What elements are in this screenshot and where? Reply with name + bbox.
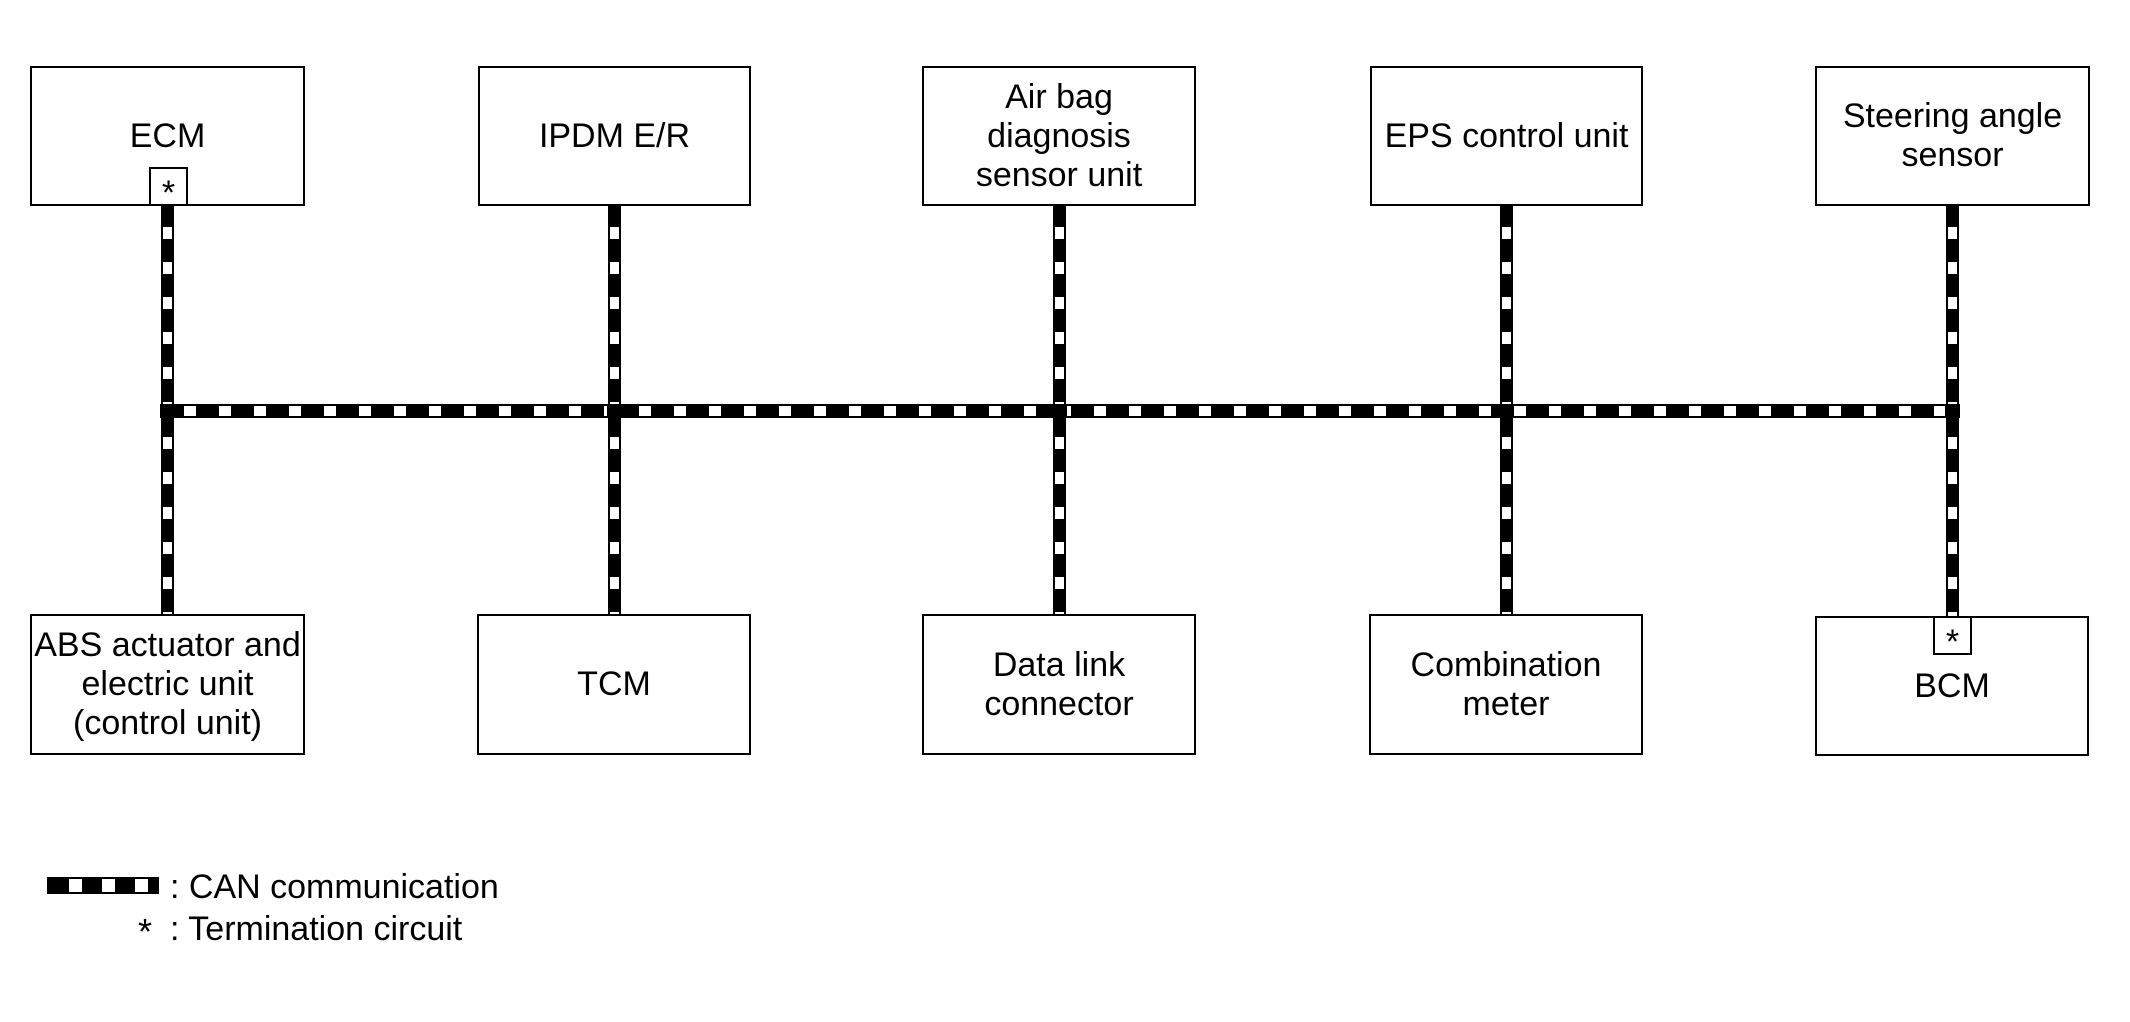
- node-ipdm-er: IPDM E/R: [478, 66, 751, 206]
- legend-termination-label: : Termination circuit: [170, 910, 463, 948]
- can-junction: [607, 404, 622, 418]
- can-line-legend-swatch: [47, 877, 159, 894]
- can-junction: [1052, 404, 1067, 418]
- can-junction: [1499, 404, 1514, 418]
- node-steering-label: Steering angle sensor: [1842, 97, 2063, 174]
- termination-asterisk: *: [161, 173, 176, 212]
- ecm-termination-box: *: [149, 167, 188, 210]
- termination-asterisk: *: [1945, 622, 1960, 661]
- legend-termination-asterisk: *: [137, 911, 152, 952]
- can-junction: [160, 404, 175, 418]
- node-eps-control-unit: EPS control unit: [1370, 66, 1643, 206]
- node-data-link-connector: Data link connector: [922, 614, 1196, 755]
- can-junction: [1945, 404, 1960, 418]
- node-ipdm-er-label: IPDM E/R: [538, 116, 691, 155]
- node-airbag-diagnosis-sensor-unit: Air bag diagnosis sensor unit: [922, 66, 1196, 206]
- node-ecm-label: ECM: [129, 116, 206, 155]
- node-abs-actuator: ABS actuator and electric unit (control …: [30, 614, 305, 755]
- node-airbag-label: Air bag diagnosis sensor unit: [975, 77, 1143, 194]
- node-steering-angle-sensor: Steering angle sensor: [1815, 66, 2090, 206]
- node-abs-label: ABS actuator and electric unit (control …: [34, 626, 301, 742]
- node-combination-meter-label: Combination meter: [1410, 645, 1602, 723]
- legend-can-label: : CAN communication: [170, 868, 499, 906]
- node-bcm-label: BCM: [1914, 666, 1990, 705]
- bcm-termination-box: *: [1933, 616, 1972, 659]
- node-eps-label: EPS control unit: [1384, 116, 1629, 155]
- node-tcm: TCM: [477, 614, 751, 755]
- node-dlc-label: Data link connector: [984, 645, 1134, 723]
- node-combination-meter: Combination meter: [1369, 614, 1643, 755]
- node-tcm-label: TCM: [577, 665, 651, 703]
